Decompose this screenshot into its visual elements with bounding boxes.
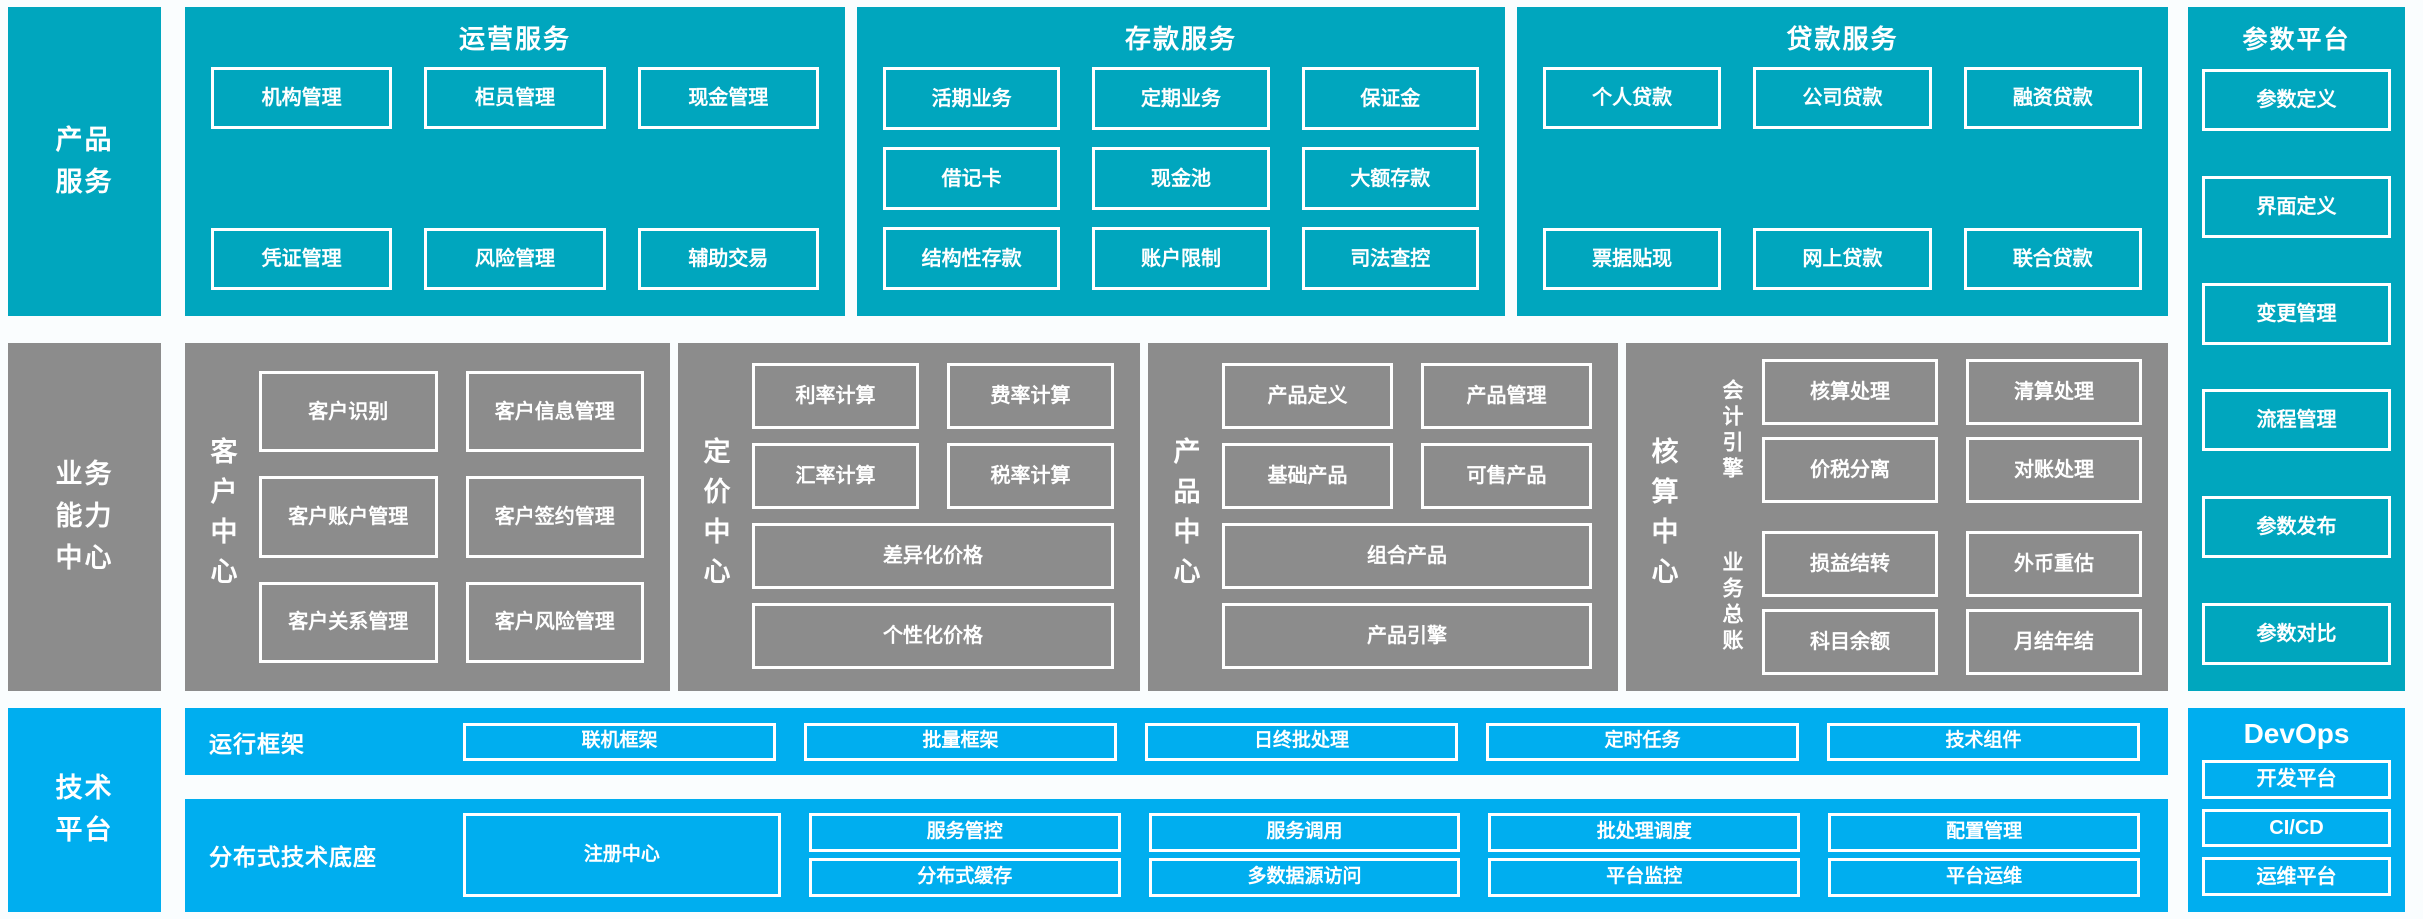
section-title: 参数平台 [2242, 26, 2351, 54]
row-label: 运行框架 [209, 730, 305, 757]
platform-box: 多数据源访问 [1148, 858, 1461, 897]
param-box: 界面定义 [2202, 175, 2391, 238]
platform-box: 分布式缓存 [808, 858, 1121, 897]
section-title: 贷款服务 [1786, 23, 1899, 54]
platform-box: 联机框架 [463, 722, 776, 761]
capability-box: 客户关系管理 [259, 581, 438, 663]
platform-box: 平台运维 [1828, 858, 2140, 897]
param-box: 流程管理 [2202, 389, 2391, 452]
center-label: 定价中心 [699, 437, 730, 597]
service-box: 柜员管理 [424, 67, 606, 129]
section-title: 运营服务 [458, 23, 571, 54]
service-box: 司法查控 [1301, 227, 1479, 290]
capability-box: 科目余额 [1762, 609, 1938, 675]
capability-box: 基础产品 [1222, 443, 1393, 509]
section-title: DevOps [2243, 718, 2350, 749]
service-box: 保证金 [1301, 67, 1479, 130]
capability-box: 产品引擎 [1222, 603, 1592, 669]
param-box: 变更管理 [2202, 282, 2391, 345]
subgroup-accounting-engine: 会计引擎 核算处理 清算处理 价税分离 对账处理 [1700, 359, 2142, 503]
center-label: 客户中心 [206, 437, 237, 597]
capability-box: 损益结转 [1762, 531, 1938, 597]
param-box: 参数发布 [2202, 496, 2391, 559]
service-box: 凭证管理 [211, 228, 393, 290]
subgroup-business-ledger: 业务总账 损益结转 外币重估 科目余额 月结年结 [1700, 531, 2142, 675]
capability-box: 费率计算 [947, 363, 1114, 429]
service-box: 现金管理 [637, 67, 819, 129]
service-box: 个人贷款 [1543, 67, 1722, 129]
devops-box: 开发平台 [2202, 760, 2391, 799]
param-box: 参数定义 [2202, 69, 2391, 131]
service-box: 网上贷款 [1753, 228, 1932, 290]
devops-box: 运维平台 [2202, 857, 2391, 897]
capability-box: 客户风险管理 [465, 581, 644, 663]
platform-box: 批处理调度 [1488, 813, 1801, 852]
capability-box: 外币重估 [1966, 531, 2142, 597]
capability-box: 客户账户管理 [259, 476, 438, 558]
platform-box: 定时任务 [1486, 722, 1799, 761]
service-box: 现金池 [1092, 147, 1270, 210]
section-title: 存款服务 [1124, 23, 1237, 54]
platform-box: 配置管理 [1828, 813, 2140, 852]
subgroup-label: 业务总账 [1720, 551, 1743, 655]
platform-box: 技术组件 [1827, 722, 2140, 761]
section-parameter-platform: 参数平台 参数定义 界面定义 变更管理 流程管理 参数发布 参数对比 [2188, 7, 2405, 691]
service-box: 定期业务 [1092, 67, 1270, 130]
capability-box: 差异化价格 [752, 523, 1114, 589]
platform-box: 注册中心 [463, 813, 781, 897]
param-box: 参数对比 [2202, 602, 2391, 665]
devops-box: CI/CD [2202, 808, 2391, 848]
section-runtime-framework: 运行框架 联机框架 批量框架 日终批处理 定时任务 技术组件 [185, 708, 2168, 775]
capability-box: 税率计算 [947, 443, 1114, 509]
service-box: 账户限制 [1092, 227, 1270, 290]
rail-label-tech-platform: 技术 平台 [8, 708, 161, 912]
row-label: 分布式技术底座 [209, 844, 377, 870]
service-box: 大额存款 [1301, 147, 1479, 210]
capability-box: 核算处理 [1762, 359, 1938, 425]
section-devops: DevOps 开发平台 CI/CD 运维平台 [2188, 708, 2405, 912]
section-deposit-services: 存款服务 活期业务 定期业务 保证金 借记卡 现金池 大额存款 结构性存款 账户… [857, 7, 1505, 316]
service-box: 联合贷款 [1963, 228, 2142, 290]
section-customer-center: 客户中心 客户识别 客户信息管理 客户账户管理 客户签约管理 客户关系管理 客户… [185, 343, 670, 691]
section-pricing-center: 定价中心 利率计算 费率计算 汇率计算 税率计算 差异化价格 个性化价格 [678, 343, 1140, 691]
service-box: 借记卡 [883, 147, 1061, 210]
rail-label-product-services: 产品 服务 [8, 7, 161, 316]
capability-box: 汇率计算 [752, 443, 919, 509]
section-distributed-tech-base: 分布式技术底座 注册中心 服务管控 分布式缓存 服务调用 多数据源访问 批处理调… [185, 799, 2168, 912]
section-loan-services: 贷款服务 个人贷款 公司贷款 融资贷款 票据贴现 网上贷款 联合贷款 [1517, 7, 2168, 316]
capability-box: 客户信息管理 [465, 371, 644, 453]
center-label: 产品中心 [1169, 437, 1200, 597]
subgroup-label: 会计引擎 [1720, 379, 1743, 483]
capability-box: 客户签约管理 [465, 476, 644, 558]
service-box: 公司贷款 [1753, 67, 1932, 129]
section-operation-services: 运营服务 机构管理 柜员管理 现金管理 凭证管理 风险管理 辅助交易 [185, 7, 845, 316]
capability-box: 产品定义 [1222, 363, 1393, 429]
center-label: 核算中心 [1647, 437, 1678, 597]
platform-box: 批量框架 [804, 722, 1117, 761]
service-box: 风险管理 [424, 228, 606, 290]
section-accounting-center: 核算中心 会计引擎 核算处理 清算处理 价税分离 对账处理 业务总账 损益结转 … [1626, 343, 2168, 691]
rail-label-business-capability-center: 业务 能力 中心 [8, 343, 161, 691]
capability-box: 可售产品 [1421, 443, 1592, 509]
service-box: 票据贴现 [1543, 228, 1722, 290]
capability-box: 对账处理 [1966, 437, 2142, 503]
capability-box: 利率计算 [752, 363, 919, 429]
platform-box: 服务管控 [808, 813, 1121, 852]
platform-box: 服务调用 [1148, 813, 1461, 852]
service-box: 辅助交易 [637, 228, 819, 290]
capability-box: 组合产品 [1222, 523, 1592, 589]
capability-box: 价税分离 [1762, 437, 1938, 503]
service-box: 机构管理 [211, 67, 393, 129]
capability-box: 月结年结 [1966, 609, 2142, 675]
capability-box: 客户识别 [259, 371, 438, 453]
service-box: 融资贷款 [1963, 67, 2142, 129]
service-box: 活期业务 [883, 67, 1061, 130]
platform-box: 平台监控 [1488, 858, 1801, 897]
capability-box: 个性化价格 [752, 603, 1114, 669]
section-product-center: 产品中心 产品定义 产品管理 基础产品 可售产品 组合产品 产品引擎 [1148, 343, 1618, 691]
capability-box: 产品管理 [1421, 363, 1592, 429]
service-box: 结构性存款 [883, 227, 1061, 290]
platform-box: 日终批处理 [1145, 722, 1458, 761]
capability-box: 清算处理 [1966, 359, 2142, 425]
